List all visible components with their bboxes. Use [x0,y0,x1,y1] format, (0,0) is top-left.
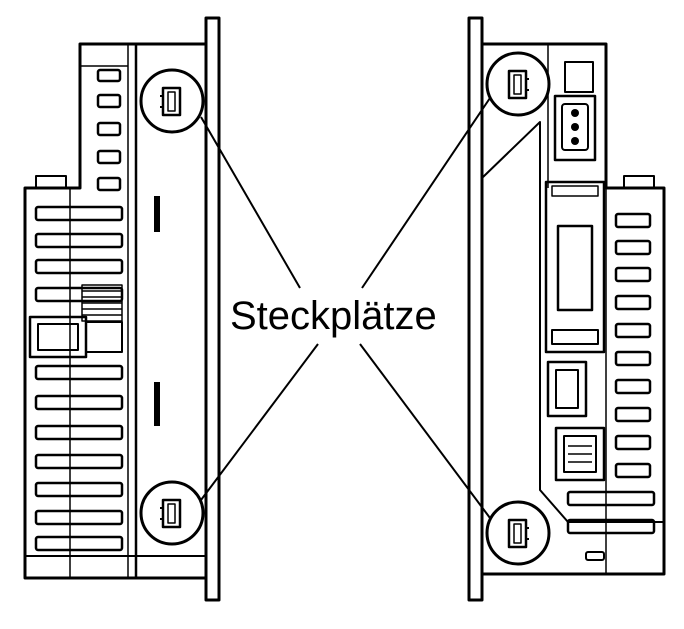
left-device [23,16,221,602]
right-upper-slot-callout [485,51,551,117]
leader-line-right-upper [361,97,491,289]
leader-line-left-upper [200,116,301,289]
leader-line-left-lower [200,343,319,501]
left-latch [28,315,123,359]
ethernet-port [554,426,606,482]
left-port-rows [34,205,124,552]
right-front-bezel [467,16,484,602]
right-bottom-slots [566,490,656,561]
left-lower-slot-callout [139,480,205,546]
slots-callout-label: Steckplätze [228,294,439,338]
left-slot-mark-lower [154,382,160,426]
right-device [467,16,666,602]
callout-leader-lines [200,97,491,519]
right-housing-outline [480,42,666,576]
left-slot-mark-upper [154,196,160,232]
right-lower-slot-callout [485,500,551,566]
leader-line-right-lower [359,343,491,519]
left-upper-slot-callout [139,68,205,134]
power-connector [553,61,597,162]
left-hatched-connector [81,284,123,322]
left-upper-vents [96,68,122,192]
card-slot-panel [544,180,606,354]
left-front-bezel [204,16,221,602]
usb-port [546,360,588,418]
right-vent-slots [614,212,652,479]
